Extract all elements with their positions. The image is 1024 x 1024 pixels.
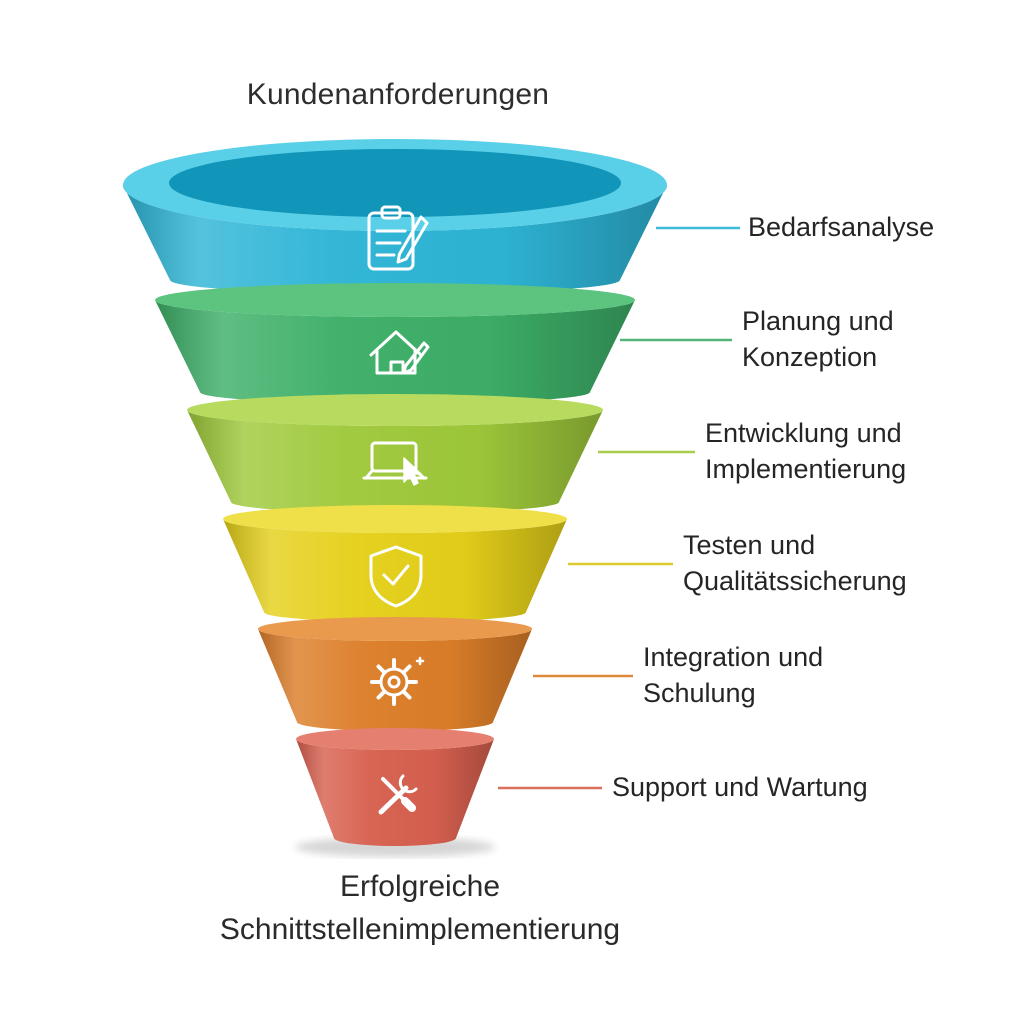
funnel-stage-4 bbox=[223, 505, 567, 622]
funnel-stage-5 bbox=[258, 617, 532, 731]
funnel-stage-1 bbox=[123, 139, 667, 294]
page-title: Kundenanforderungen bbox=[246, 78, 550, 111]
house-pencil-icon bbox=[369, 330, 430, 375]
stage-label-testen: Testen und Qualitätssicherung bbox=[683, 530, 907, 596]
funnel-stage-3 bbox=[187, 394, 603, 513]
shield-check-icon bbox=[369, 545, 423, 608]
funnel-stage-2 bbox=[155, 283, 635, 404]
stage-label-planung: Planung und Konzeption bbox=[742, 306, 894, 372]
gear-icon bbox=[370, 656, 425, 706]
stage-label-bedarfsanalyse: Bedarfsanalyse bbox=[748, 212, 935, 243]
stage-label-integration: Integration und Schulung bbox=[643, 642, 824, 708]
laptop-click-icon bbox=[362, 441, 428, 486]
tools-icon bbox=[378, 774, 418, 815]
funnel-stage-6 bbox=[296, 728, 494, 846]
stage-label-support: Support und Wartung bbox=[612, 772, 868, 803]
footer-caption: Erfolgreiche Schnittstellenimplementieru… bbox=[219, 870, 621, 946]
clipboard-pencil-icon bbox=[367, 205, 429, 271]
stage-label-entwicklung: Entwicklung und Implementierung bbox=[705, 418, 907, 484]
